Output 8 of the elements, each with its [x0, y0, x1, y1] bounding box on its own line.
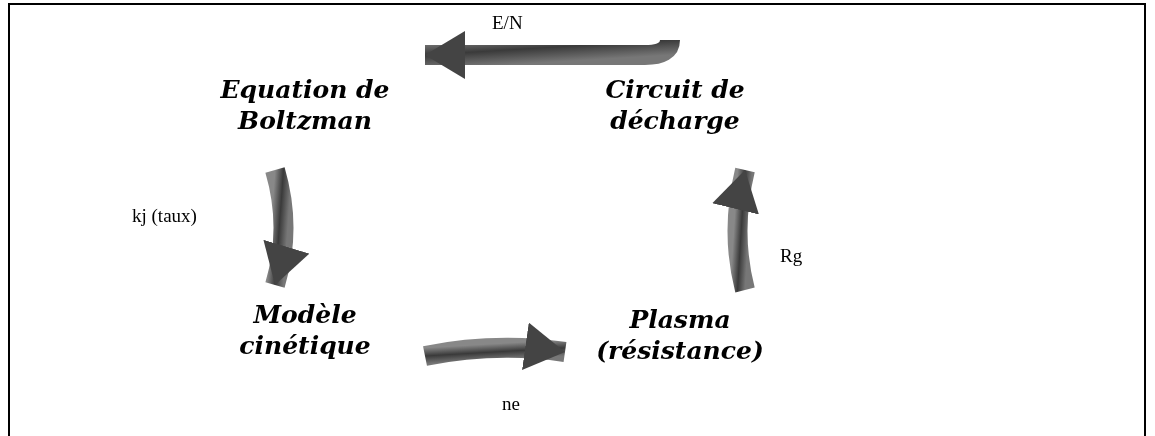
curved-block-arrow — [262, 167, 309, 288]
edge-label: kj (taux) — [130, 205, 199, 227]
node-title: Equation de Boltzman — [219, 73, 391, 137]
curved-block-arrow — [423, 323, 567, 371]
curved-block-arrow — [712, 167, 760, 293]
node-title: Modèle cinétique — [238, 298, 372, 362]
node-title: Plasma (résistance) — [595, 303, 765, 367]
node-title: Circuit de décharge — [604, 73, 746, 137]
